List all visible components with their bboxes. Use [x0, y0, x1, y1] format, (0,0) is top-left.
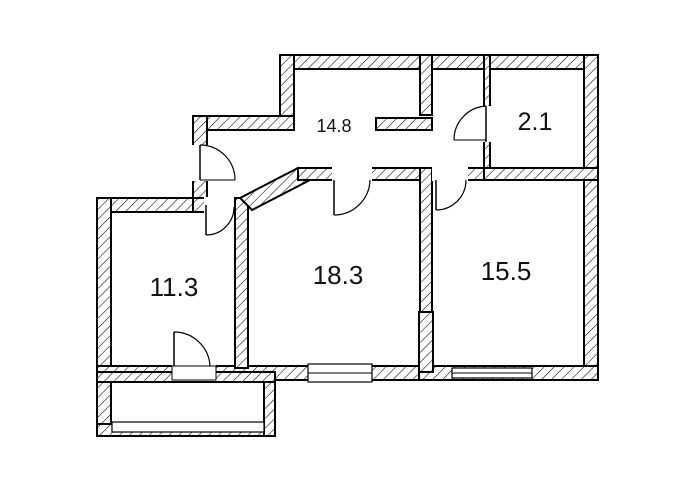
wall-balcony-right: [263, 377, 276, 437]
wall-right: [583, 54, 599, 381]
room-area-bathroom: 2.1: [518, 108, 553, 136]
room-area-corridor: 14.8: [316, 116, 351, 136]
wall-bathroom-bottom: [483, 167, 599, 181]
door-gap-left-bedroom: [204, 197, 234, 213]
door-frame-balcony: [171, 365, 217, 381]
door-gap-living-room: [332, 167, 372, 181]
wall-corridor-stub: [375, 117, 433, 131]
wall-left-living-divider: [234, 197, 249, 369]
wall-left: [96, 197, 112, 437]
door-arc-living-room: [333, 179, 371, 216]
windows: [111, 363, 533, 433]
door-arc-bathroom: [453, 105, 487, 141]
room-area-living-room: 18.3: [313, 260, 364, 290]
door-gap-balcony: [172, 365, 216, 381]
wall-corridor-step: [192, 115, 295, 131]
room-area-bedroom-right: 15.5: [481, 256, 532, 286]
room-labels: 14.8 2.1 11.3 18.3 15.5: [150, 108, 553, 302]
interior-walls: [96, 54, 599, 383]
door-gap-bedroom-right: [432, 167, 468, 181]
wall-corridor-bath-upper: [419, 54, 433, 116]
door-arc-entrance: [199, 144, 236, 181]
window-balcony: [111, 421, 265, 433]
wall-divider-lower: [418, 311, 434, 373]
door-arc-balcony: [173, 331, 211, 367]
door-arc-left-bedroom: [205, 206, 235, 236]
room-area-bedroom-left: 11.3: [150, 272, 199, 302]
doors: [171, 105, 492, 381]
wall-corridor-upper-left: [279, 54, 295, 118]
door-arc-bedroom-right: [435, 179, 467, 211]
wall-living-bedroom-divider: [419, 167, 433, 319]
door-gap-bathroom: [482, 106, 492, 142]
wall-top: [279, 54, 599, 70]
